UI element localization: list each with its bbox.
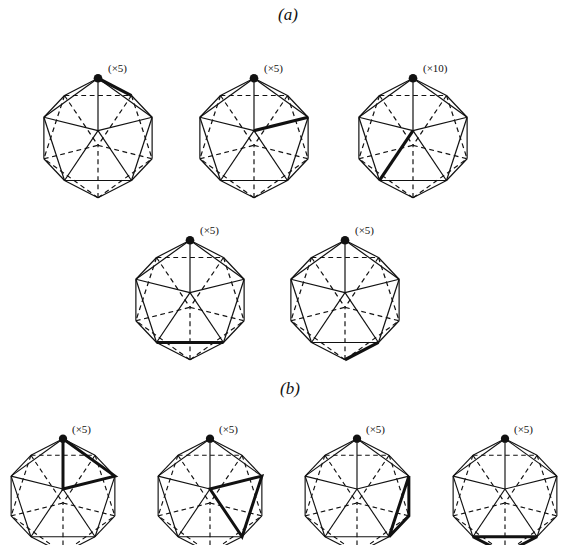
- multiplicity-label: (×5): [366, 424, 385, 435]
- multiplicity-label: (×10): [423, 63, 448, 74]
- multiplicity-label: (×5): [514, 424, 533, 435]
- multiplicity-label: (×5): [264, 63, 283, 74]
- multiplicity-label: (×5): [72, 424, 91, 435]
- multiplicity-label: (×5): [200, 225, 219, 236]
- panel-letter: (a): [278, 6, 298, 23]
- multiplicity-label: (×5): [108, 63, 127, 74]
- panel-letter: (b): [280, 380, 300, 397]
- multiplicity-label: (×5): [219, 424, 238, 435]
- multiplicity-label: (×5): [355, 225, 374, 236]
